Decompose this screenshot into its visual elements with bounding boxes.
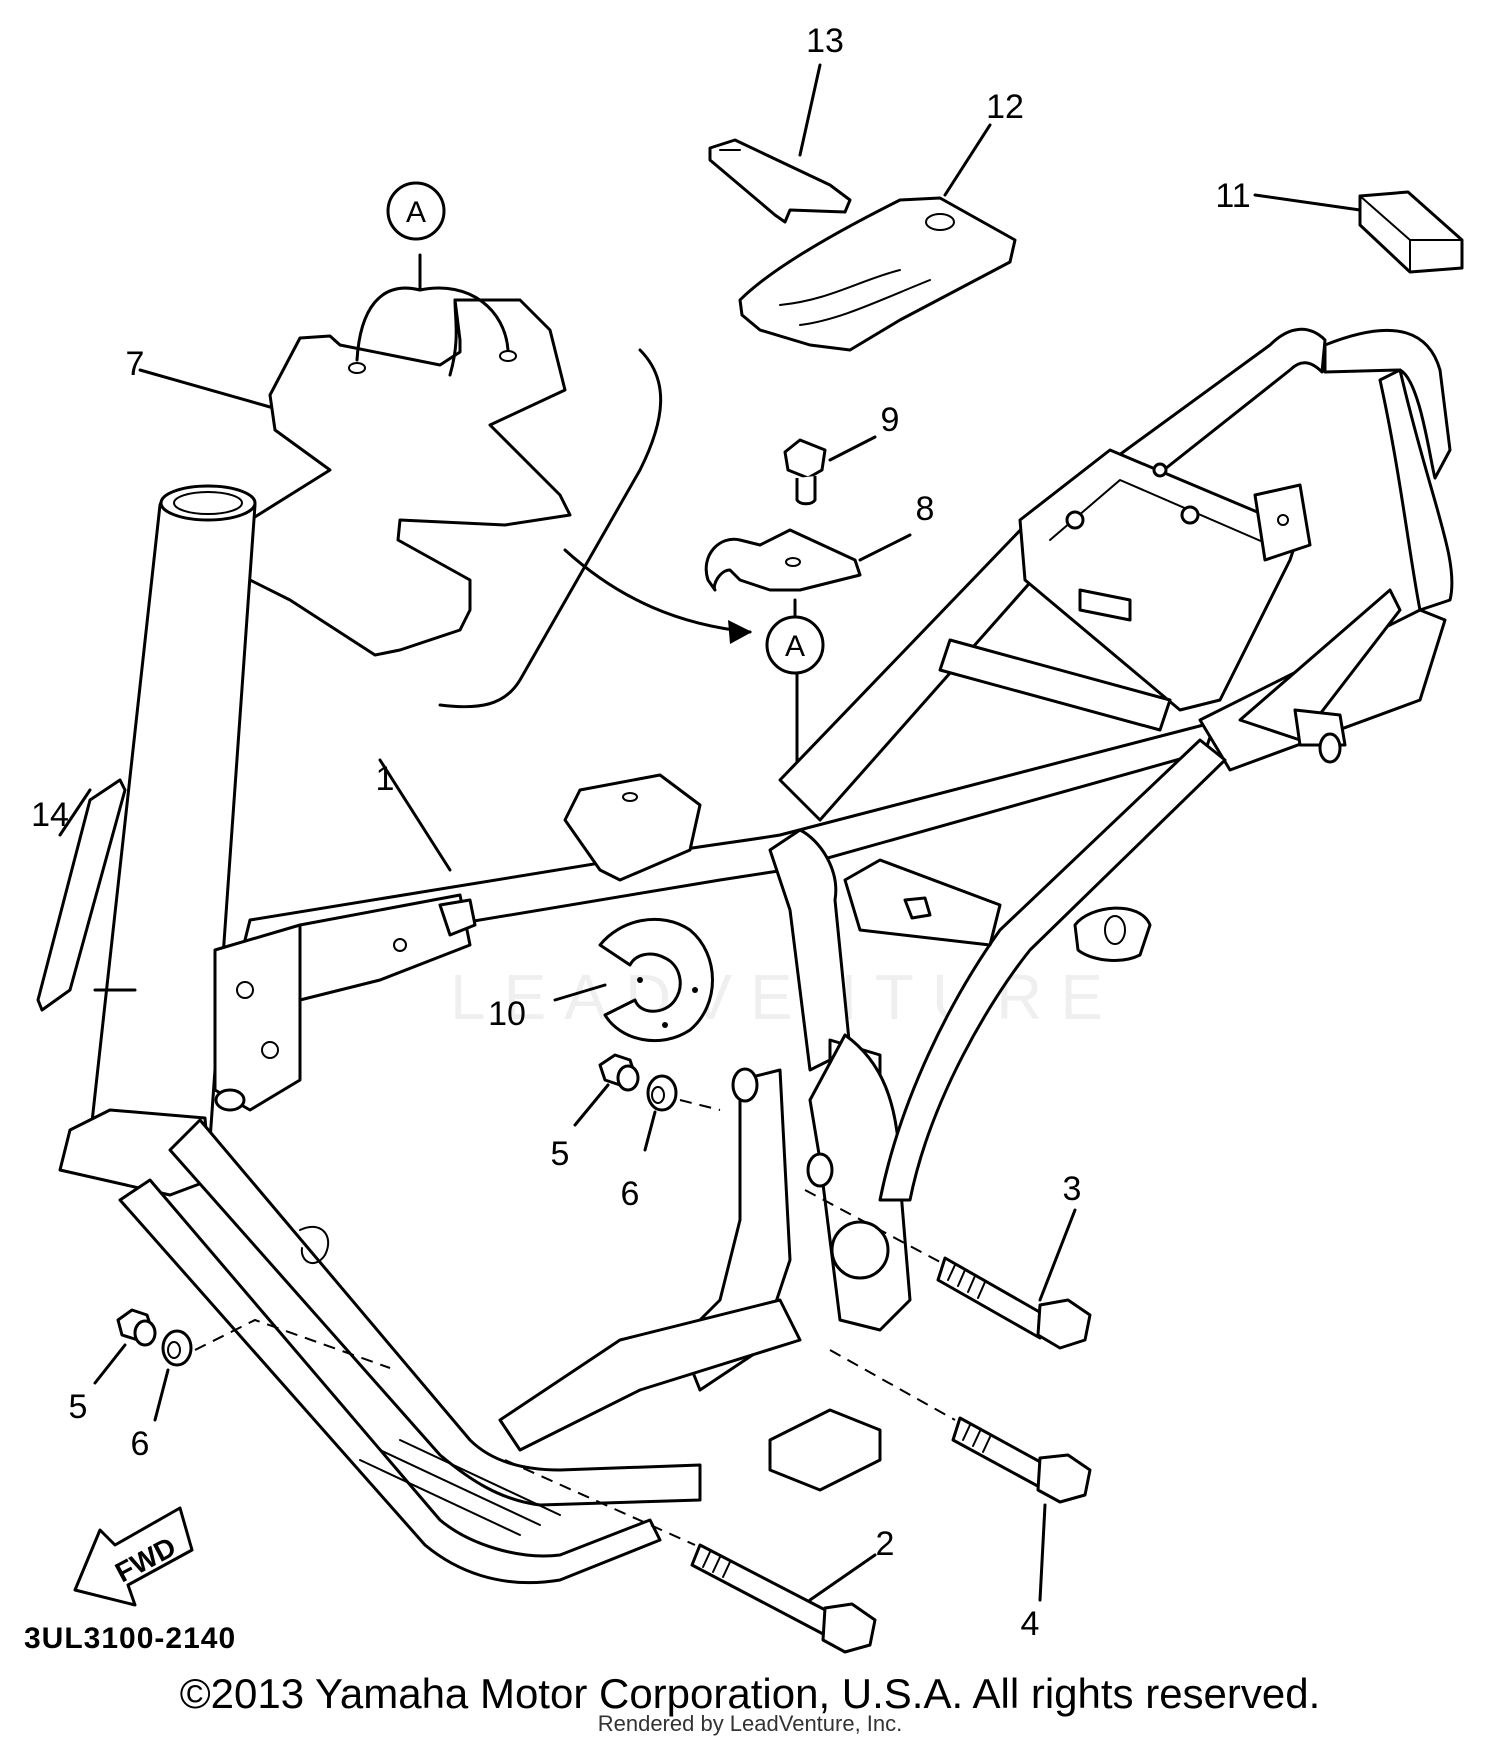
callout-5-lower: 5 [69,1388,88,1426]
part-3-bolt [804,1189,1092,1350]
part-4-bolt [829,1349,1092,1602]
pointer-arrow-to-a [563,548,752,634]
callout-6-upper: 6 [621,1175,640,1213]
callout-1: 1 [376,760,395,798]
ref-label-a-top: A [406,196,426,229]
callout-5-upper: 5 [551,1135,570,1173]
fwd-arrow-icon: FWD [73,1506,194,1607]
callout-13: 13 [806,22,844,60]
group-bracket [438,348,663,709]
ref-label-a-frame: A [785,630,805,663]
ref-circle-a-top: A [386,181,446,241]
assembly-line-lower [194,1318,391,1369]
part-6-washer-lower [153,1329,193,1422]
callout-11: 11 [1215,177,1250,215]
assembly-line-upper [679,1099,721,1111]
part-12-tool-bag [738,123,1017,352]
part-11-foam-block [1253,190,1464,274]
part-7-protector [138,253,572,657]
callout-10: 10 [488,995,526,1033]
arrow-head [728,620,752,644]
callout-4: 4 [1021,1605,1040,1643]
callout-7: 7 [126,345,145,383]
part-8-clip [704,528,912,622]
part-2-bolt [504,1459,877,1654]
callout-14: 14 [31,796,69,834]
callout-12: 12 [986,88,1024,126]
part-14-label [36,778,137,1012]
callout-2: 2 [876,1525,895,1563]
callout-3: 3 [1063,1170,1082,1208]
part-10-damper [553,917,714,1043]
callout-6-lower: 6 [131,1425,150,1463]
part-13-strap [708,63,852,224]
diagram-code: 3UL3100-2140 [24,1622,237,1655]
callout-9: 9 [881,401,900,439]
rendered-by-credit: Rendered by LeadVenture, Inc. [597,1711,903,1736]
part-5-nut-upper [573,1053,640,1127]
part-5-nut-lower [93,1308,157,1385]
callout-8: 8 [916,490,935,528]
copyright-notice: ©2013 Yamaha Motor Corporation, U.S.A. A… [179,1670,1321,1717]
part-1-frame [58,327,1454,1585]
part-9-bolt [783,435,877,506]
part-6-washer-upper [643,1074,678,1152]
